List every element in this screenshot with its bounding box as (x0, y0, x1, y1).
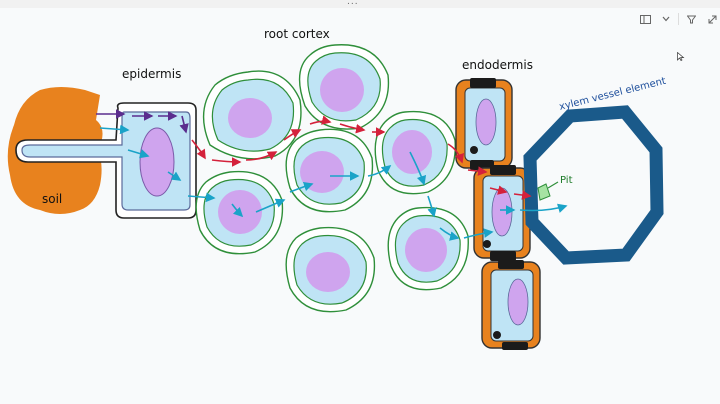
epidermis-cell (15, 102, 197, 219)
drawing-toolbar (636, 11, 720, 27)
pit-marker (537, 181, 559, 201)
cortex-cell (285, 226, 376, 313)
apoplast-pathway (191, 115, 532, 200)
cortex-cell (202, 70, 302, 160)
root-cortex-label: root cortex (264, 27, 330, 41)
panel-layout-icon[interactable] (636, 12, 654, 26)
pit-label: Pit (560, 175, 573, 186)
expand-icon[interactable] (703, 12, 720, 26)
endodermis-cells (455, 78, 541, 350)
soil-label: soil (42, 192, 62, 206)
chevron-down-icon[interactable] (657, 12, 675, 26)
window-grip[interactable]: ... (347, 0, 359, 7)
endodermis-cell (455, 78, 513, 170)
cortex-cell (298, 44, 390, 130)
cortex-cells (195, 44, 469, 313)
cortex-cell (387, 206, 469, 291)
vacuolar-pathway (96, 109, 189, 134)
cortex-cell (374, 110, 456, 195)
cortex-cell (285, 128, 374, 213)
endodermis-cell (481, 260, 541, 350)
symplast-pathway (99, 124, 568, 241)
filter-icon[interactable] (682, 12, 700, 26)
endodermis-label: endodermis (462, 58, 533, 72)
mouse-cursor-icon (677, 52, 685, 61)
epidermis-label: epidermis (122, 67, 181, 81)
xylem-vessel (523, 105, 664, 265)
endodermis-cell (473, 165, 531, 261)
toolbar-divider (678, 13, 679, 25)
